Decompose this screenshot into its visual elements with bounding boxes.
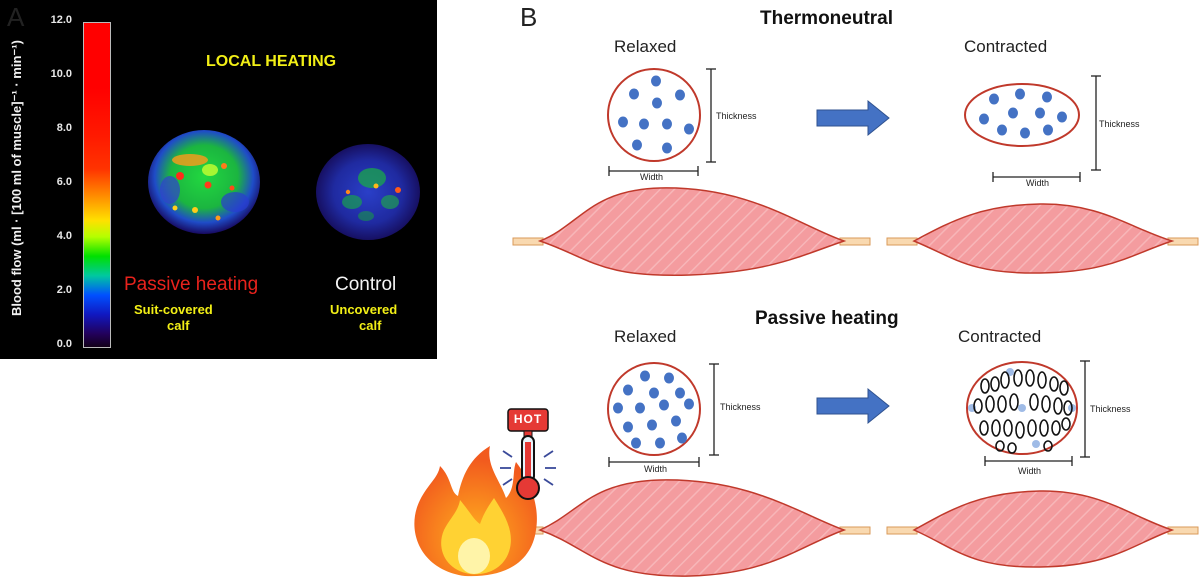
flame-icon: [414, 446, 537, 577]
contracted-label-top: Contracted: [964, 37, 1048, 56]
width-label-bottom-relaxed: Width: [644, 464, 668, 474]
dimension-lines-top-contracted: [992, 75, 1101, 182]
transition-arrow-bottom: [816, 387, 890, 425]
cross-section-relaxed-bottom: [607, 362, 701, 456]
thickness-label-top-relaxed: Thickness: [716, 111, 757, 121]
color-scale-ticks: 12.0 10.0 8.0 6.0 4.0 2.0 0.0: [38, 14, 72, 354]
panel-a-letter: A: [7, 2, 25, 32]
thickness-label-top-contracted: Thickness: [1099, 119, 1140, 129]
passive-heating-title: Passive heating: [755, 308, 899, 329]
perfusion-image-panel: 12.0 10.0 8.0 6.0 4.0 2.0 0.0 Blood flow…: [0, 0, 437, 359]
passive-heating-label: Passive heating: [124, 274, 259, 295]
thermometer-icon: [500, 408, 556, 500]
perfusion-scans: [148, 130, 420, 240]
uncovered-label: Uncovered: [330, 302, 398, 317]
cross-section-relaxed-top: [607, 68, 701, 162]
width-label-top-relaxed: Width: [640, 172, 664, 182]
tick-label: 12.0: [50, 14, 72, 26]
tick-label: 10.0: [50, 68, 72, 80]
control-label: Control: [335, 274, 397, 295]
muscle-contracted-bottom: [886, 490, 1199, 568]
thermoneutral-title: Thermoneutral: [760, 8, 894, 29]
hot-sign-label: HOT: [513, 412, 543, 426]
thickness-label-bottom-relaxed: Thickness: [720, 402, 761, 412]
thickness-label-bottom-contracted: Thickness: [1090, 404, 1131, 414]
dimension-lines-bottom-contracted: [984, 360, 1090, 466]
suit-covered-label: Suit-covered: [134, 302, 213, 317]
tick-label: 6.0: [56, 176, 72, 188]
control-scan: [316, 144, 420, 240]
cross-section-contracted-bottom: [966, 361, 1078, 455]
tick-label: 0.0: [56, 338, 72, 350]
width-label-bottom-contracted: Width: [1018, 466, 1042, 476]
muscle-relaxed-top: [512, 187, 871, 277]
width-label-top-contracted: Width: [1026, 178, 1050, 188]
transition-arrow-top: [816, 99, 890, 137]
cross-section-contracted-top: [964, 83, 1080, 147]
color-scale-bar: [83, 22, 111, 348]
calf-label-right: calf: [359, 318, 382, 333]
tick-label: 4.0: [56, 230, 72, 242]
local-heating-heading: LOCAL HEATING: [206, 53, 337, 70]
tick-label: 2.0: [56, 284, 72, 296]
contracted-label-bottom: Contracted: [958, 327, 1042, 346]
dimension-lines-top-relaxed: [608, 68, 716, 176]
calf-label-left: calf: [167, 318, 190, 333]
muscle-relaxed-bottom: [512, 479, 871, 577]
passive-heating-scan: [148, 130, 260, 234]
relaxed-label-bottom: Relaxed: [614, 327, 677, 346]
tick-label: 8.0: [56, 122, 72, 134]
dimension-lines-bottom-relaxed: [608, 363, 719, 467]
panel-b-letter: B: [520, 2, 538, 32]
relaxed-label-top: Relaxed: [614, 37, 677, 56]
muscle-contracted-top: [886, 203, 1199, 274]
